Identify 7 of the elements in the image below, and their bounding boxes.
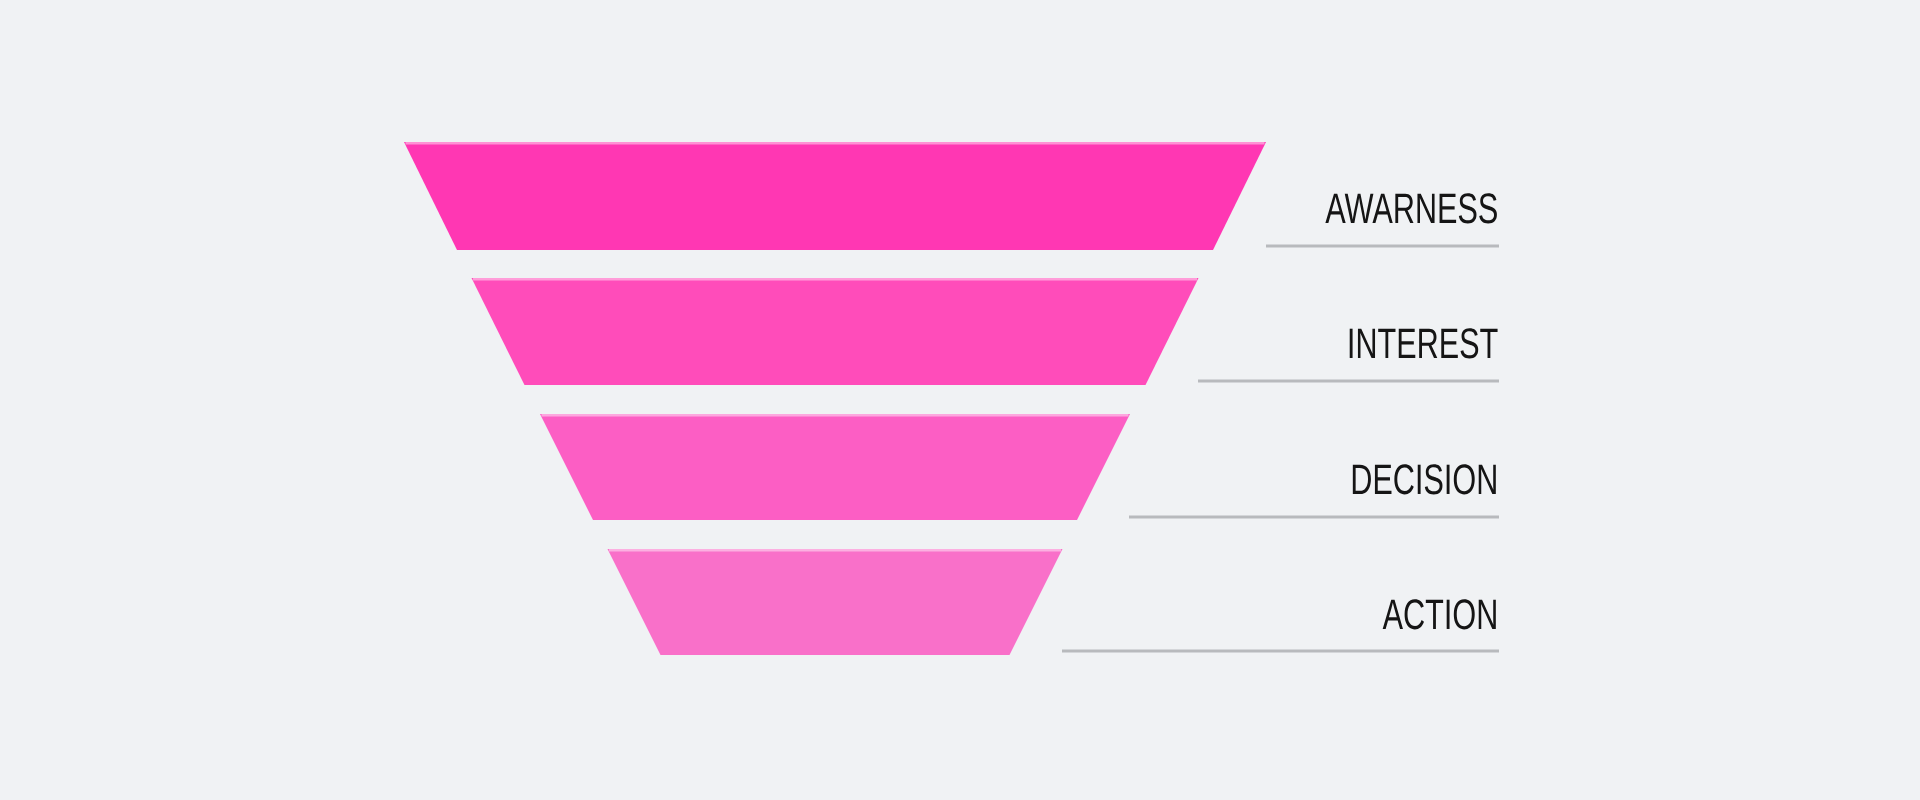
funnel-band (471, 277, 1199, 385)
stage-label: DECISION (1352, 464, 1496, 495)
funnel-band (404, 141, 1266, 250)
stage-label: AWARNESS (1325, 193, 1497, 224)
stage-label: INTEREST (1349, 328, 1498, 359)
funnel-band (607, 548, 1063, 655)
stage-label: ACTION (1382, 599, 1496, 630)
